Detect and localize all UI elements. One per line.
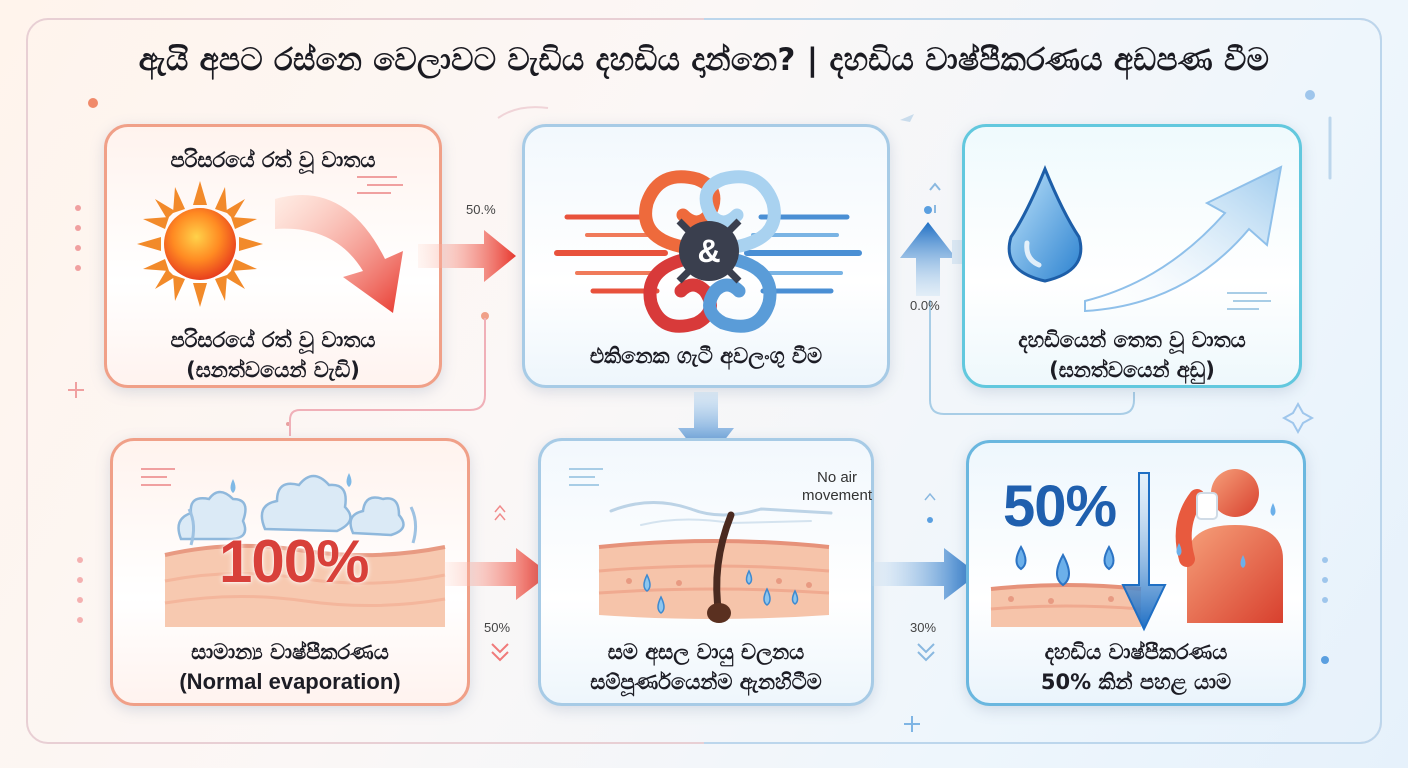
water-drop-icon (1007, 165, 1083, 283)
arrow-label-up-sweat: 0.0% (910, 298, 940, 313)
card-normal-line1: සාමාන්‍ය වාෂ්පීකරණය (191, 640, 389, 664)
text-lines-decoration (141, 468, 175, 486)
card-hot-air-line2: (ඝනත්වයෙන් වැඩි) (186, 358, 360, 382)
text-lines-decoration (357, 176, 403, 194)
text-lines-decoration (1227, 292, 1271, 310)
card-reduced-line1: දහඩිය වාෂ්පීකරණය (1044, 640, 1228, 664)
chevron-down-icon (917, 643, 935, 662)
rising-air-arrow-icon (1084, 165, 1283, 313)
card-normal-line2: (Normal evaporation) (179, 669, 401, 694)
reduced-evaporation-value: 50% (1003, 474, 1117, 539)
normal-evaporation-value: 100% (219, 528, 369, 595)
card-still-air-line1: සම අසල වායු චලනය (607, 640, 805, 664)
no-air-note-line1: No air (816, 469, 857, 486)
arrow-label-normal-to-still: 50% (484, 620, 511, 635)
sweating-person-icon (1175, 469, 1283, 623)
heat-flow-arrow-icon (275, 195, 403, 313)
swirl-collision-icon (554, 170, 862, 333)
arrow-label-still-to-reduced: 30% (910, 620, 937, 635)
no-air-note-line2: movement (801, 487, 873, 504)
card-reduced-line2: 50% කින් පහළ යාම (1040, 670, 1232, 694)
arrow-right-warm (418, 230, 516, 282)
skin-layer-icon (164, 506, 446, 627)
arrow-right-warm (444, 548, 550, 600)
card-sweat-air-line1: දහඩියෙන් තෙත වූ වාතය (1018, 328, 1246, 352)
arrow-right-blue (872, 548, 978, 600)
steam-clouds-icon (177, 473, 405, 541)
decrease-arrow-icon (1121, 472, 1167, 632)
sun-icon (137, 181, 263, 307)
card-still-air: No air movement සම අසල වායු චලනය සම්පූර්… (538, 438, 874, 706)
card-hot-air-line1: පරිසරයේ රත් වූ වාතය (170, 328, 376, 352)
card-sweat-air-line2: (ඝනත්වයෙන් අඩු) (1049, 358, 1215, 382)
arrow-up-blue (900, 222, 956, 296)
card-collision-line1: එකිනෙක ගැටී අවලංගු වීම (589, 344, 823, 368)
card-sweat-air: දහඩියෙන් තෙත වූ වාතය (ඝනත්වයෙන් අඩු) (962, 124, 1302, 388)
chevron-down-icon (491, 643, 509, 662)
card-hot-air-heading: පරිසරයේ රත් වූ වාතය (170, 148, 376, 172)
skin-hair-icon (598, 511, 830, 623)
card-still-air-line2: සම්පූර්ණයෙන්ම ඇනහිටීම (590, 670, 822, 694)
arrow-label-hot-to-collision: 50.% (466, 202, 496, 217)
text-lines-decoration (569, 468, 603, 486)
card-reduced-evaporation: 50% දහඩිය වාෂ්පීකරණය 50% කින් පහළ යාම (966, 440, 1306, 706)
background-frame-right (704, 18, 1382, 744)
collision-symbol: & (697, 233, 721, 269)
page-title: ඇයි අපට රස්නෙ වෙලාවට වැඩිය දහඩිය දාන්නෙ?… (138, 42, 1270, 78)
skin-drops-icon (990, 544, 1142, 627)
card-normal-evaporation: 100% සාමාන්‍ය වාෂ්පීකරණය (Normal evapora… (110, 438, 470, 706)
card-hot-air: පරිසරයේ රත් වූ වාතය පරිසරයේ රත් වූ වාතය … (104, 124, 442, 388)
card-collision: & එකිනෙක ගැටී අවලංගු වීම (522, 124, 890, 388)
